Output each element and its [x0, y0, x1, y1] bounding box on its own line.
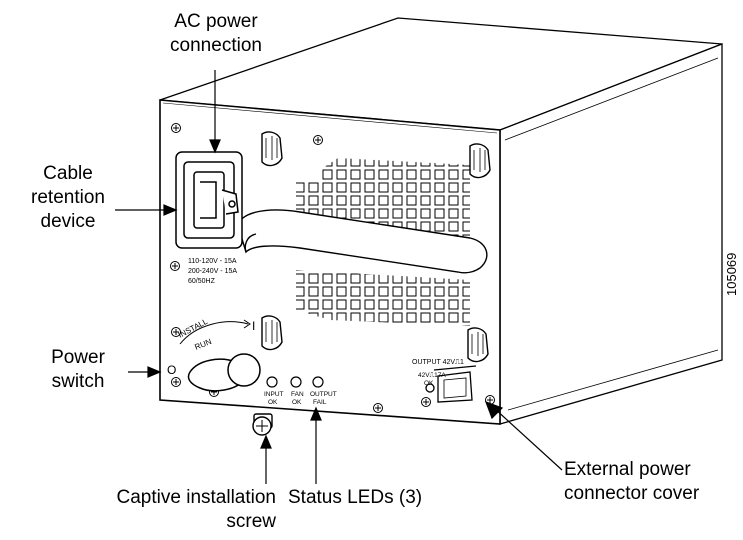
- callout-power-switch: Power switch: [30, 346, 126, 394]
- callout-captive-installation-screw: Captive installation screw: [76, 486, 276, 534]
- power-switch-knob: [179, 319, 261, 392]
- panel-text: 110-120V - 15A 200-240V - 15A 60/50HZ IN…: [167, 258, 464, 406]
- output-ok-label: OK: [424, 380, 434, 387]
- rating-line-3: 60/50HZ: [188, 278, 216, 285]
- callout-cable-retention-line-1: Cable: [43, 163, 93, 184]
- captive-installation-screw: [252, 413, 273, 436]
- thumbscrews: [261, 131, 491, 363]
- switch-on-label: I: [252, 319, 255, 333]
- led-output-label-2: FAIL: [313, 399, 327, 406]
- callout-captive-screw-line-2: screw: [226, 511, 276, 532]
- ac-power-inlet: [175, 151, 243, 249]
- led-fan-ok: [290, 376, 302, 388]
- handle: [237, 209, 488, 274]
- output-rating: 42V⎍17A: [418, 372, 446, 379]
- callout-captive-screw-line-1: Captive installation: [116, 487, 276, 508]
- callout-power-switch-line-2: switch: [51, 371, 105, 392]
- led-input-label-1: INPUT: [264, 391, 284, 398]
- output-label: OUTPUT 42V⎍1: [412, 359, 464, 366]
- callout-ac-power-connection: AC power connection: [161, 10, 271, 58]
- led-fan-label-2: OK: [292, 399, 302, 406]
- led-output-label-1: OUTPUT: [310, 391, 337, 398]
- callout-power-switch-line-1: Power: [51, 347, 105, 368]
- callout-leaders: [115, 70, 563, 484]
- status-led-indicators: [266, 376, 324, 388]
- callout-ac-power-line-2: connection: [170, 35, 262, 56]
- callout-external-power-connector-cover: External power connector cover: [564, 458, 699, 506]
- led-input-ok: [266, 376, 278, 388]
- callout-status-leds: Status LEDs (3): [288, 487, 423, 508]
- callout-cable-retention-line-3: device: [40, 211, 96, 232]
- chassis-side-shading: [504, 57, 719, 411]
- callout-external-cover-line-2: connector cover: [564, 483, 700, 504]
- switch-off-label: O: [167, 363, 176, 377]
- mounting-screws: [170, 123, 495, 413]
- led-output-fail: [312, 376, 324, 388]
- led-fan-label-1: FAN: [291, 391, 304, 398]
- rating-line-1: 110-120V - 15A: [188, 258, 237, 265]
- external-power-connector: [425, 365, 477, 403]
- led-input-label-2: OK: [268, 399, 278, 406]
- callout-ac-power-line-1: AC power: [174, 11, 258, 32]
- callout-cable-retention-line-2: retention: [31, 187, 105, 208]
- figure-id: 105069: [724, 252, 739, 296]
- callout-cable-retention-device: Cable retention device: [18, 162, 118, 234]
- rating-line-2: 200-240V - 15A: [188, 268, 237, 275]
- callout-external-cover-line-1: External power: [564, 459, 691, 480]
